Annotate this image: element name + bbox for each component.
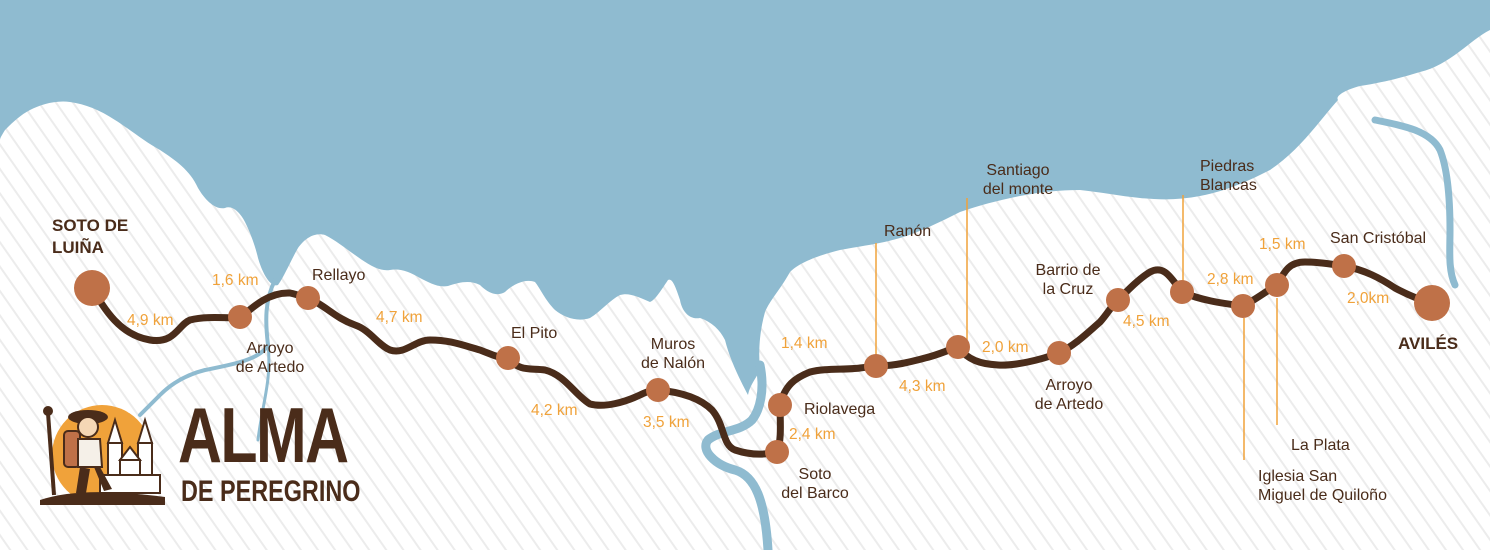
stop-santiago-monte: [946, 335, 970, 359]
label-piedras-blancas: Piedras Blancas: [1200, 158, 1257, 194]
stop-iglesia-quilono: [1231, 294, 1255, 318]
distance-1: 4,9 km: [127, 312, 174, 329]
label-arroyo-artedo-2: Arroyo de Artedo: [1034, 377, 1104, 413]
label-barrio-cruz: Barrio de la Cruz: [1035, 262, 1101, 298]
logo-ground: [40, 492, 165, 505]
distance-2: 1,6 km: [212, 272, 259, 289]
river-artedo-branch: [256, 343, 271, 442]
stop-piedras-blancas: [1170, 280, 1194, 304]
label-soto-luina: SOTO DE LUIÑA: [52, 216, 129, 257]
stops: [74, 254, 1450, 464]
leader-lines: [875, 195, 1278, 460]
label-riolavega: Riolavega: [804, 401, 876, 418]
distance-10: 4,5 km: [1123, 313, 1170, 330]
river-aviles: [1371, 116, 1459, 289]
label-el-pito: El Pito: [511, 325, 558, 342]
label-ranon: Ranón: [884, 223, 932, 240]
logo-subtitle: DE PEREGRINO: [181, 475, 361, 508]
distance-9: 2,0 km: [982, 339, 1029, 356]
stop-ranon: [864, 354, 888, 378]
logo-emblem: [40, 405, 165, 505]
distance-11: 2,8 km: [1207, 271, 1254, 288]
stop-arroyo-artedo-1: [228, 305, 252, 329]
distance-5: 3,5 km: [643, 414, 690, 431]
label-muros-nalon: Muros de Nalón: [640, 336, 706, 372]
distance-3: 4,7 km: [376, 309, 423, 326]
label-iglesia-quilono: Iglesia San Miguel de Quiloño: [1258, 468, 1387, 504]
label-arroyo-artedo-1: Arroyo de Artedo: [235, 340, 305, 376]
distance-8: 4,3 km: [899, 378, 946, 395]
label-santiago-monte: Santiago del monte: [982, 162, 1054, 198]
pilgrim-icon: [43, 406, 112, 496]
stop-soto-luina: [74, 270, 110, 306]
stop-barrio-cruz: [1106, 288, 1130, 312]
distance-6: 2,4 km: [789, 426, 836, 443]
stop-muros-nalon: [646, 378, 670, 402]
sea-area: [0, 0, 1490, 395]
label-soto-barco: Soto del Barco: [781, 466, 849, 502]
stop-aviles: [1414, 285, 1450, 321]
label-aviles: AVILÉS: [1398, 334, 1459, 353]
river-nalon: [701, 360, 773, 550]
stop-soto-barco: [765, 440, 789, 464]
stop-rellayo: [296, 286, 320, 310]
label-san-cristobal: San Cristóbal: [1330, 230, 1427, 247]
distance-13: 2,0km: [1347, 290, 1390, 307]
stop-arroyo-artedo-2: [1047, 341, 1071, 365]
label-rellayo: Rellayo: [312, 267, 366, 284]
distance-7: 1,4 km: [781, 335, 828, 352]
stop-el-pito: [496, 346, 520, 370]
river-artedo: [138, 278, 277, 417]
distance-12: 1,5 km: [1259, 236, 1306, 253]
stop-riolavega: [768, 393, 792, 417]
distance-4: 4,2 km: [531, 402, 578, 419]
stop-la-plata: [1265, 273, 1289, 297]
logo-title: ALMA: [178, 391, 349, 479]
stop-san-cristobal: [1332, 254, 1356, 278]
label-la-plata: La Plata: [1291, 437, 1350, 454]
